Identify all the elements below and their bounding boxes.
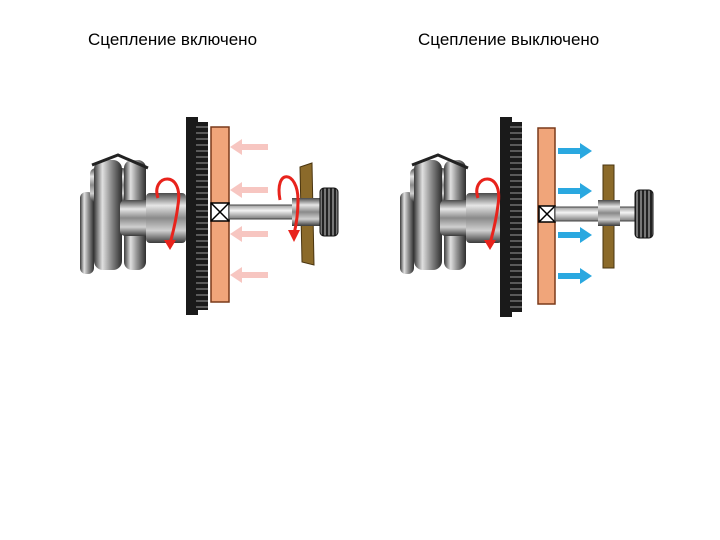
release-arrow-icon [558,227,592,243]
press-arrow-icon [230,139,268,155]
crankshaft [400,153,502,274]
flywheel-ring-gear [510,122,522,312]
press-arrow-icon [230,267,268,283]
caption-clutch-disengaged: Сцепление выключено [418,30,600,49]
press-arrow-icon [230,226,268,242]
flywheel-ring-gear [196,122,208,310]
press-arrow-icon [230,182,268,198]
caption-clutch-engaged: Сцепление включено [88,30,258,49]
release-arrow-icon [558,268,592,284]
rotation-arrow-icon [277,175,300,242]
rotation-arrow-icon [475,177,501,250]
flywheel [186,117,198,315]
release-arrow-icon [558,143,592,159]
shaft-knurled-end [634,189,654,239]
rotation-arrow-icon [155,177,181,250]
crankshaft [80,153,186,274]
shaft-knurled-end [319,187,339,237]
input-shaft [554,206,636,222]
engaged-assembly [80,117,339,315]
release-arrow-icon [558,183,592,199]
flywheel [500,117,512,317]
pressure-plate-hub [598,200,620,226]
disengaged-assembly [400,117,654,317]
